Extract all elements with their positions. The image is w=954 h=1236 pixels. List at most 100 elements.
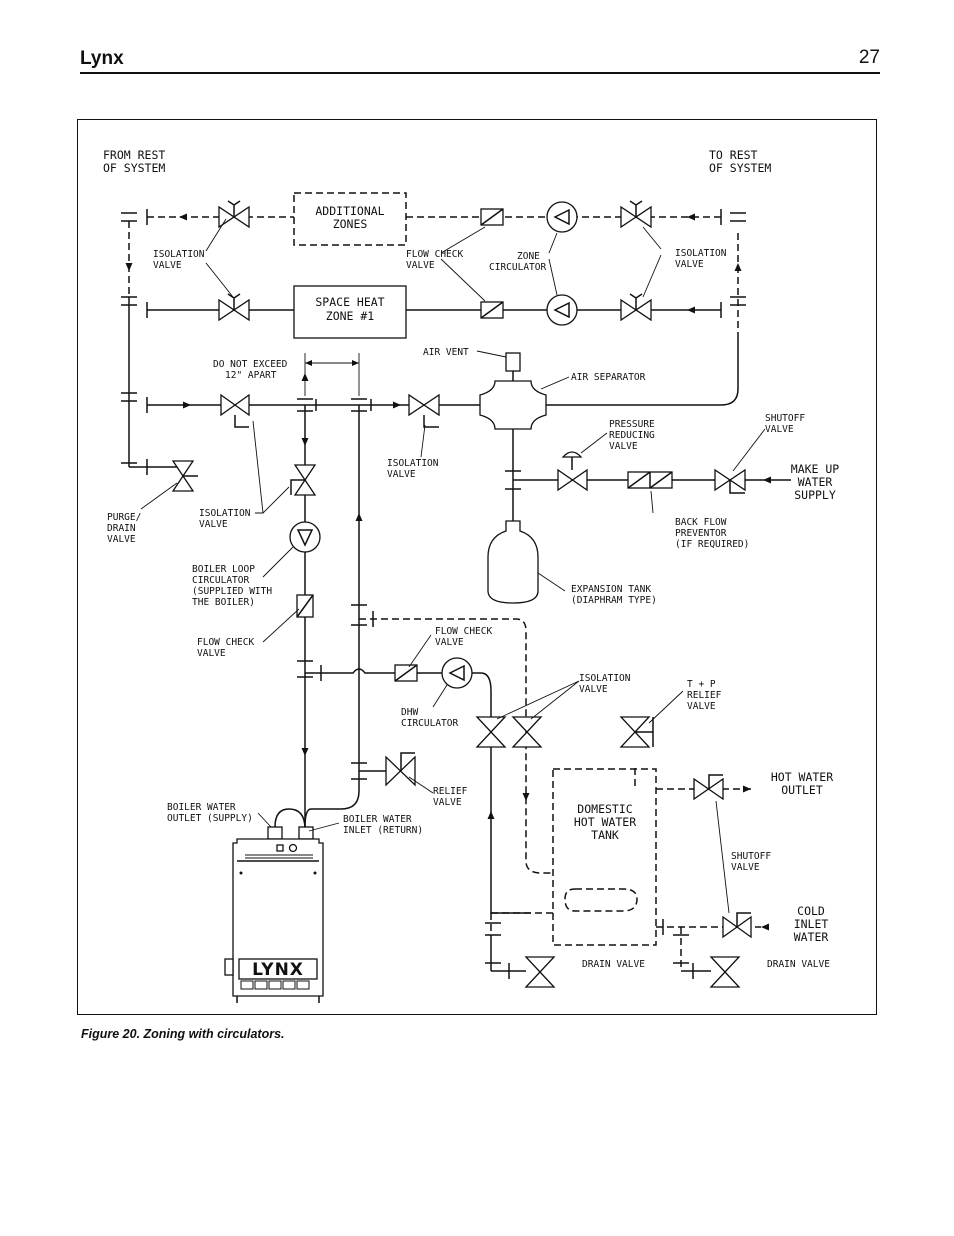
additional-zones-box bbox=[293, 192, 407, 246]
label-back-flow-3: (IF REQUIRED) bbox=[675, 539, 749, 550]
piping-diagram-frame: FROM REST OF SYSTEM TO REST OF SYSTEM AD… bbox=[77, 119, 877, 1015]
label-additional-zones-1: ADDITIONAL bbox=[315, 204, 384, 218]
label-boiler-loop-2: CIRCULATOR bbox=[192, 575, 249, 586]
page-number: 27 bbox=[858, 47, 880, 68]
label-air-vent: AIR VENT bbox=[423, 347, 469, 358]
label-flow-check-boiler-1: FLOW CHECK bbox=[197, 637, 254, 648]
label-space-heat-1: SPACE HEAT bbox=[315, 295, 384, 309]
label-domestic-1: DOMESTIC bbox=[577, 802, 632, 816]
label-to-rest-1: TO REST bbox=[709, 148, 758, 162]
label-shutoff-low-1: SHUTOFF bbox=[731, 851, 771, 862]
domestic-hot-water-tank bbox=[552, 768, 657, 946]
label-isolation-left-1: ISOLATION bbox=[153, 249, 205, 260]
label-boiler-outlet-1: BOILER WATER bbox=[167, 802, 236, 813]
label-shutoff-low-2: VALVE bbox=[731, 862, 760, 873]
label-isolation-right-1: ISOLATION bbox=[675, 248, 727, 259]
header-rule bbox=[80, 72, 880, 74]
label-drain-valve-right: DRAIN VALVE bbox=[767, 959, 830, 970]
label-hot-water-outlet-1: HOT WATER bbox=[771, 770, 833, 784]
label-drain-valve-left: DRAIN VALVE bbox=[582, 959, 645, 970]
dhw-circulator bbox=[441, 657, 473, 689]
isolation-valves-zones bbox=[218, 200, 652, 322]
label-boiler-loop-3: (SUPPLIED WITH bbox=[192, 586, 272, 597]
label-isolation-right-2: VALVE bbox=[675, 259, 704, 270]
lynx-boiler-cabinet bbox=[224, 826, 324, 1003]
label-from-rest-2: OF SYSTEM bbox=[103, 161, 165, 175]
label-make-up-2: WATER bbox=[798, 475, 833, 489]
label-pressure-reducing-1: PRESSURE bbox=[609, 419, 655, 430]
label-domestic-3: TANK bbox=[591, 828, 619, 842]
label-zone-circ-2: CIRCULATOR bbox=[489, 262, 546, 273]
label-isolation-mid-2: VALVE bbox=[387, 469, 416, 480]
label-domestic-2: HOT WATER bbox=[574, 815, 636, 829]
label-tp-relief-1: T + P bbox=[687, 679, 716, 690]
label-hot-water-outlet-2: OUTLET bbox=[781, 783, 823, 797]
label-space-heat-2: ZONE #1 bbox=[326, 309, 375, 323]
boiler-inlet-connection bbox=[304, 790, 360, 828]
label-isolation-boiler-2: VALVE bbox=[199, 519, 228, 530]
label-dhw-circ-2: CIRCULATOR bbox=[401, 718, 458, 729]
label-boiler-loop-1: BOILER LOOP bbox=[192, 564, 255, 575]
main-return-bend bbox=[720, 339, 739, 406]
label-zone-circ-1: ZONE bbox=[517, 251, 540, 262]
label-do-not-exceed-2: 12" APART bbox=[225, 370, 277, 381]
label-boiler-loop-4: THE BOILER) bbox=[192, 597, 255, 608]
purge-drain-valve bbox=[171, 460, 198, 492]
label-air-separator: AIR SEPARATOR bbox=[571, 372, 646, 383]
boiler-logo-text: LYNX bbox=[252, 960, 304, 980]
label-purge-2: DRAIN bbox=[107, 523, 136, 534]
label-tp-relief-3: VALVE bbox=[687, 701, 716, 712]
zone-circulators bbox=[546, 201, 578, 326]
dhw-isolation-valves bbox=[475, 716, 543, 748]
page-header: Lynx 27 bbox=[80, 47, 880, 72]
label-flow-check-top-2: VALVE bbox=[406, 260, 435, 271]
label-shutoff-top-1: SHUTOFF bbox=[765, 413, 805, 424]
label-cold-inlet-2: INLET bbox=[794, 917, 829, 931]
label-back-flow-2: PREVENTOR bbox=[675, 528, 727, 539]
label-back-flow-1: BACK FLOW bbox=[675, 517, 727, 528]
label-isolation-dhw-2: VALVE bbox=[579, 684, 608, 695]
label-make-up-1: MAKE UP bbox=[791, 462, 840, 476]
diagram-labels: FROM REST OF SYSTEM TO REST OF SYSTEM AD… bbox=[103, 148, 839, 980]
figure-caption: Figure 20. Zoning with circulators. bbox=[81, 1027, 285, 1041]
label-flow-check-dhw-2: VALVE bbox=[435, 637, 464, 648]
label-cold-inlet-3: WATER bbox=[794, 930, 829, 944]
label-boiler-outlet-2: OUTLET (SUPPLY) bbox=[167, 813, 253, 824]
air-separator bbox=[479, 380, 547, 430]
shutoff-leader-line bbox=[715, 800, 730, 914]
label-isolation-mid-1: ISOLATION bbox=[387, 458, 439, 469]
label-dhw-circ-1: DHW bbox=[401, 707, 418, 718]
dimension-12in bbox=[304, 353, 360, 396]
label-isolation-dhw-1: ISOLATION bbox=[579, 673, 631, 684]
label-pressure-reducing-3: VALVE bbox=[609, 441, 638, 452]
flow-check-valves bbox=[296, 208, 504, 682]
leader-lines bbox=[140, 218, 766, 832]
tank-heat-exchanger-coil bbox=[564, 888, 638, 912]
label-purge-3: VALVE bbox=[107, 534, 136, 545]
label-tp-relief-2: RELIEF bbox=[687, 690, 722, 701]
label-isolation-boiler-1: ISOLATION bbox=[199, 508, 251, 519]
flow-arrows bbox=[125, 213, 771, 931]
isolation-valves-main bbox=[220, 393, 440, 496]
label-to-rest-2: OF SYSTEM bbox=[709, 161, 771, 175]
label-expansion-1: EXPANSION TANK bbox=[571, 584, 651, 595]
pipe-unions bbox=[121, 209, 746, 979]
label-flow-check-boiler-2: VALVE bbox=[197, 648, 226, 659]
label-from-rest-1: FROM REST bbox=[103, 148, 165, 162]
label-pressure-reducing-2: REDUCING bbox=[609, 430, 655, 441]
boiler-outlet-connection bbox=[274, 808, 306, 830]
label-relief-1: RELIEF bbox=[433, 786, 468, 797]
label-expansion-2: (DIAPHRAM TYPE) bbox=[571, 595, 657, 606]
boiler-loop-circulator bbox=[289, 521, 321, 553]
label-cold-inlet-1: COLD bbox=[797, 904, 825, 918]
label-do-not-exceed-1: DO NOT EXCEED bbox=[213, 359, 288, 370]
label-flow-check-dhw-1: FLOW CHECK bbox=[435, 626, 492, 637]
dhw-supply-pipe bbox=[305, 668, 531, 914]
label-make-up-3: SUPPLY bbox=[794, 488, 836, 502]
dhw-outlet-inlet-valves bbox=[693, 774, 752, 939]
label-shutoff-top-2: VALVE bbox=[765, 424, 794, 435]
space-heat-zone-box bbox=[293, 285, 407, 339]
drain-valves bbox=[524, 956, 741, 988]
label-flow-check-top-1: FLOW CHECK bbox=[406, 249, 463, 260]
